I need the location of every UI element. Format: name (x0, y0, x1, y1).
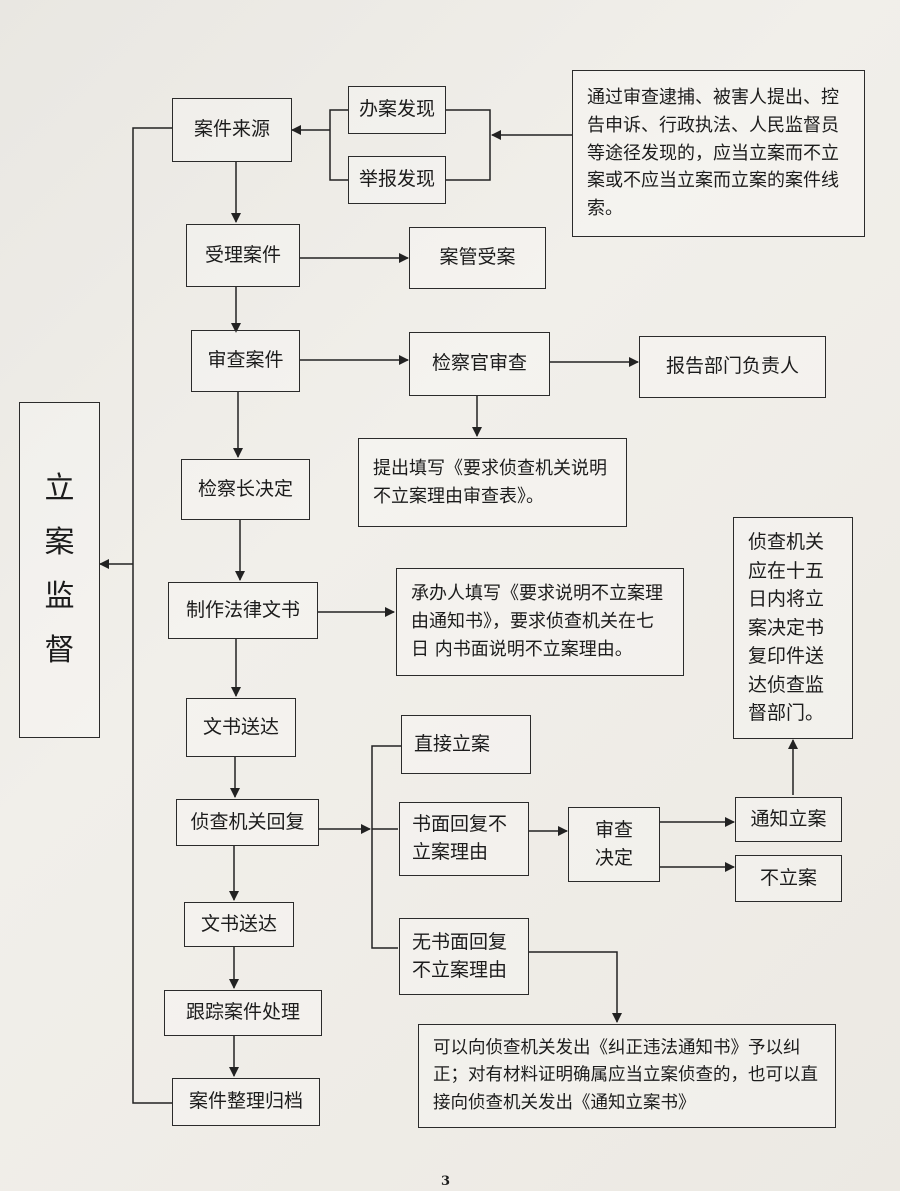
title-char: 监 (44, 579, 75, 614)
node-chief-decision: 检察长决定 (181, 459, 310, 520)
node-correction-note: 可以向侦查机关发出《纠正违法通知书》予以纠正；对有材料证明确属应当立案侦查的，也… (418, 1024, 836, 1128)
node-report-found: 举报发现 (348, 156, 446, 204)
title-char: 督 (44, 633, 75, 668)
node-notify-filing: 通知立案 (735, 797, 842, 842)
node-fill-form: 提出填写《要求侦查机关说明不立案理由审查表》。 (358, 438, 627, 527)
node-review-decide: 审查决定 (568, 807, 660, 882)
title-char: 案 (44, 525, 75, 560)
node-handling-found: 办案发现 (348, 86, 446, 134)
node-review-case: 审查案件 (191, 330, 300, 392)
page-number: 3 (441, 1174, 451, 1189)
node-investigator-reply: 侦查机关回复 (176, 799, 319, 846)
node-prosecutor-review: 检察官审查 (409, 332, 550, 396)
node-accept-case: 受理案件 (186, 224, 300, 287)
title-char: 立 (44, 471, 75, 506)
node-document-note: 承办人填写《要求说明不立案理由通知书》，要求侦查机关在七日 内书面说明不立案理由… (396, 568, 684, 676)
node-deliver-2: 文书送达 (184, 902, 294, 947)
node-written-reply: 书面回复不立案理由 (399, 802, 529, 876)
node-track-case: 跟踪案件处理 (164, 990, 322, 1036)
node-report-head: 报告部门负责人 (639, 336, 826, 398)
node-no-filing: 不立案 (735, 855, 842, 902)
node-case-mgmt-accept: 案管受案 (409, 227, 546, 289)
node-make-document: 制作法律文书 (168, 582, 318, 639)
vertical-title: 立 案 监 督 (19, 402, 100, 738)
node-no-written-reply: 无书面回复不立案理由 (399, 918, 529, 995)
node-archive-case: 案件整理归档 (172, 1078, 320, 1126)
node-case-source: 案件来源 (172, 98, 292, 162)
node-direct-filing: 直接立案 (401, 715, 531, 774)
node-fifteen-day-note: 侦查机关应在十五日内将立案决定书复印件送达侦查监督部门。 (733, 517, 853, 739)
node-source-note: 通过审查逮捕、被害人提出、控告申诉、行政执法、人民监督员等途径发现的，应当立案而… (572, 70, 865, 237)
node-deliver-1: 文书送达 (186, 698, 296, 757)
